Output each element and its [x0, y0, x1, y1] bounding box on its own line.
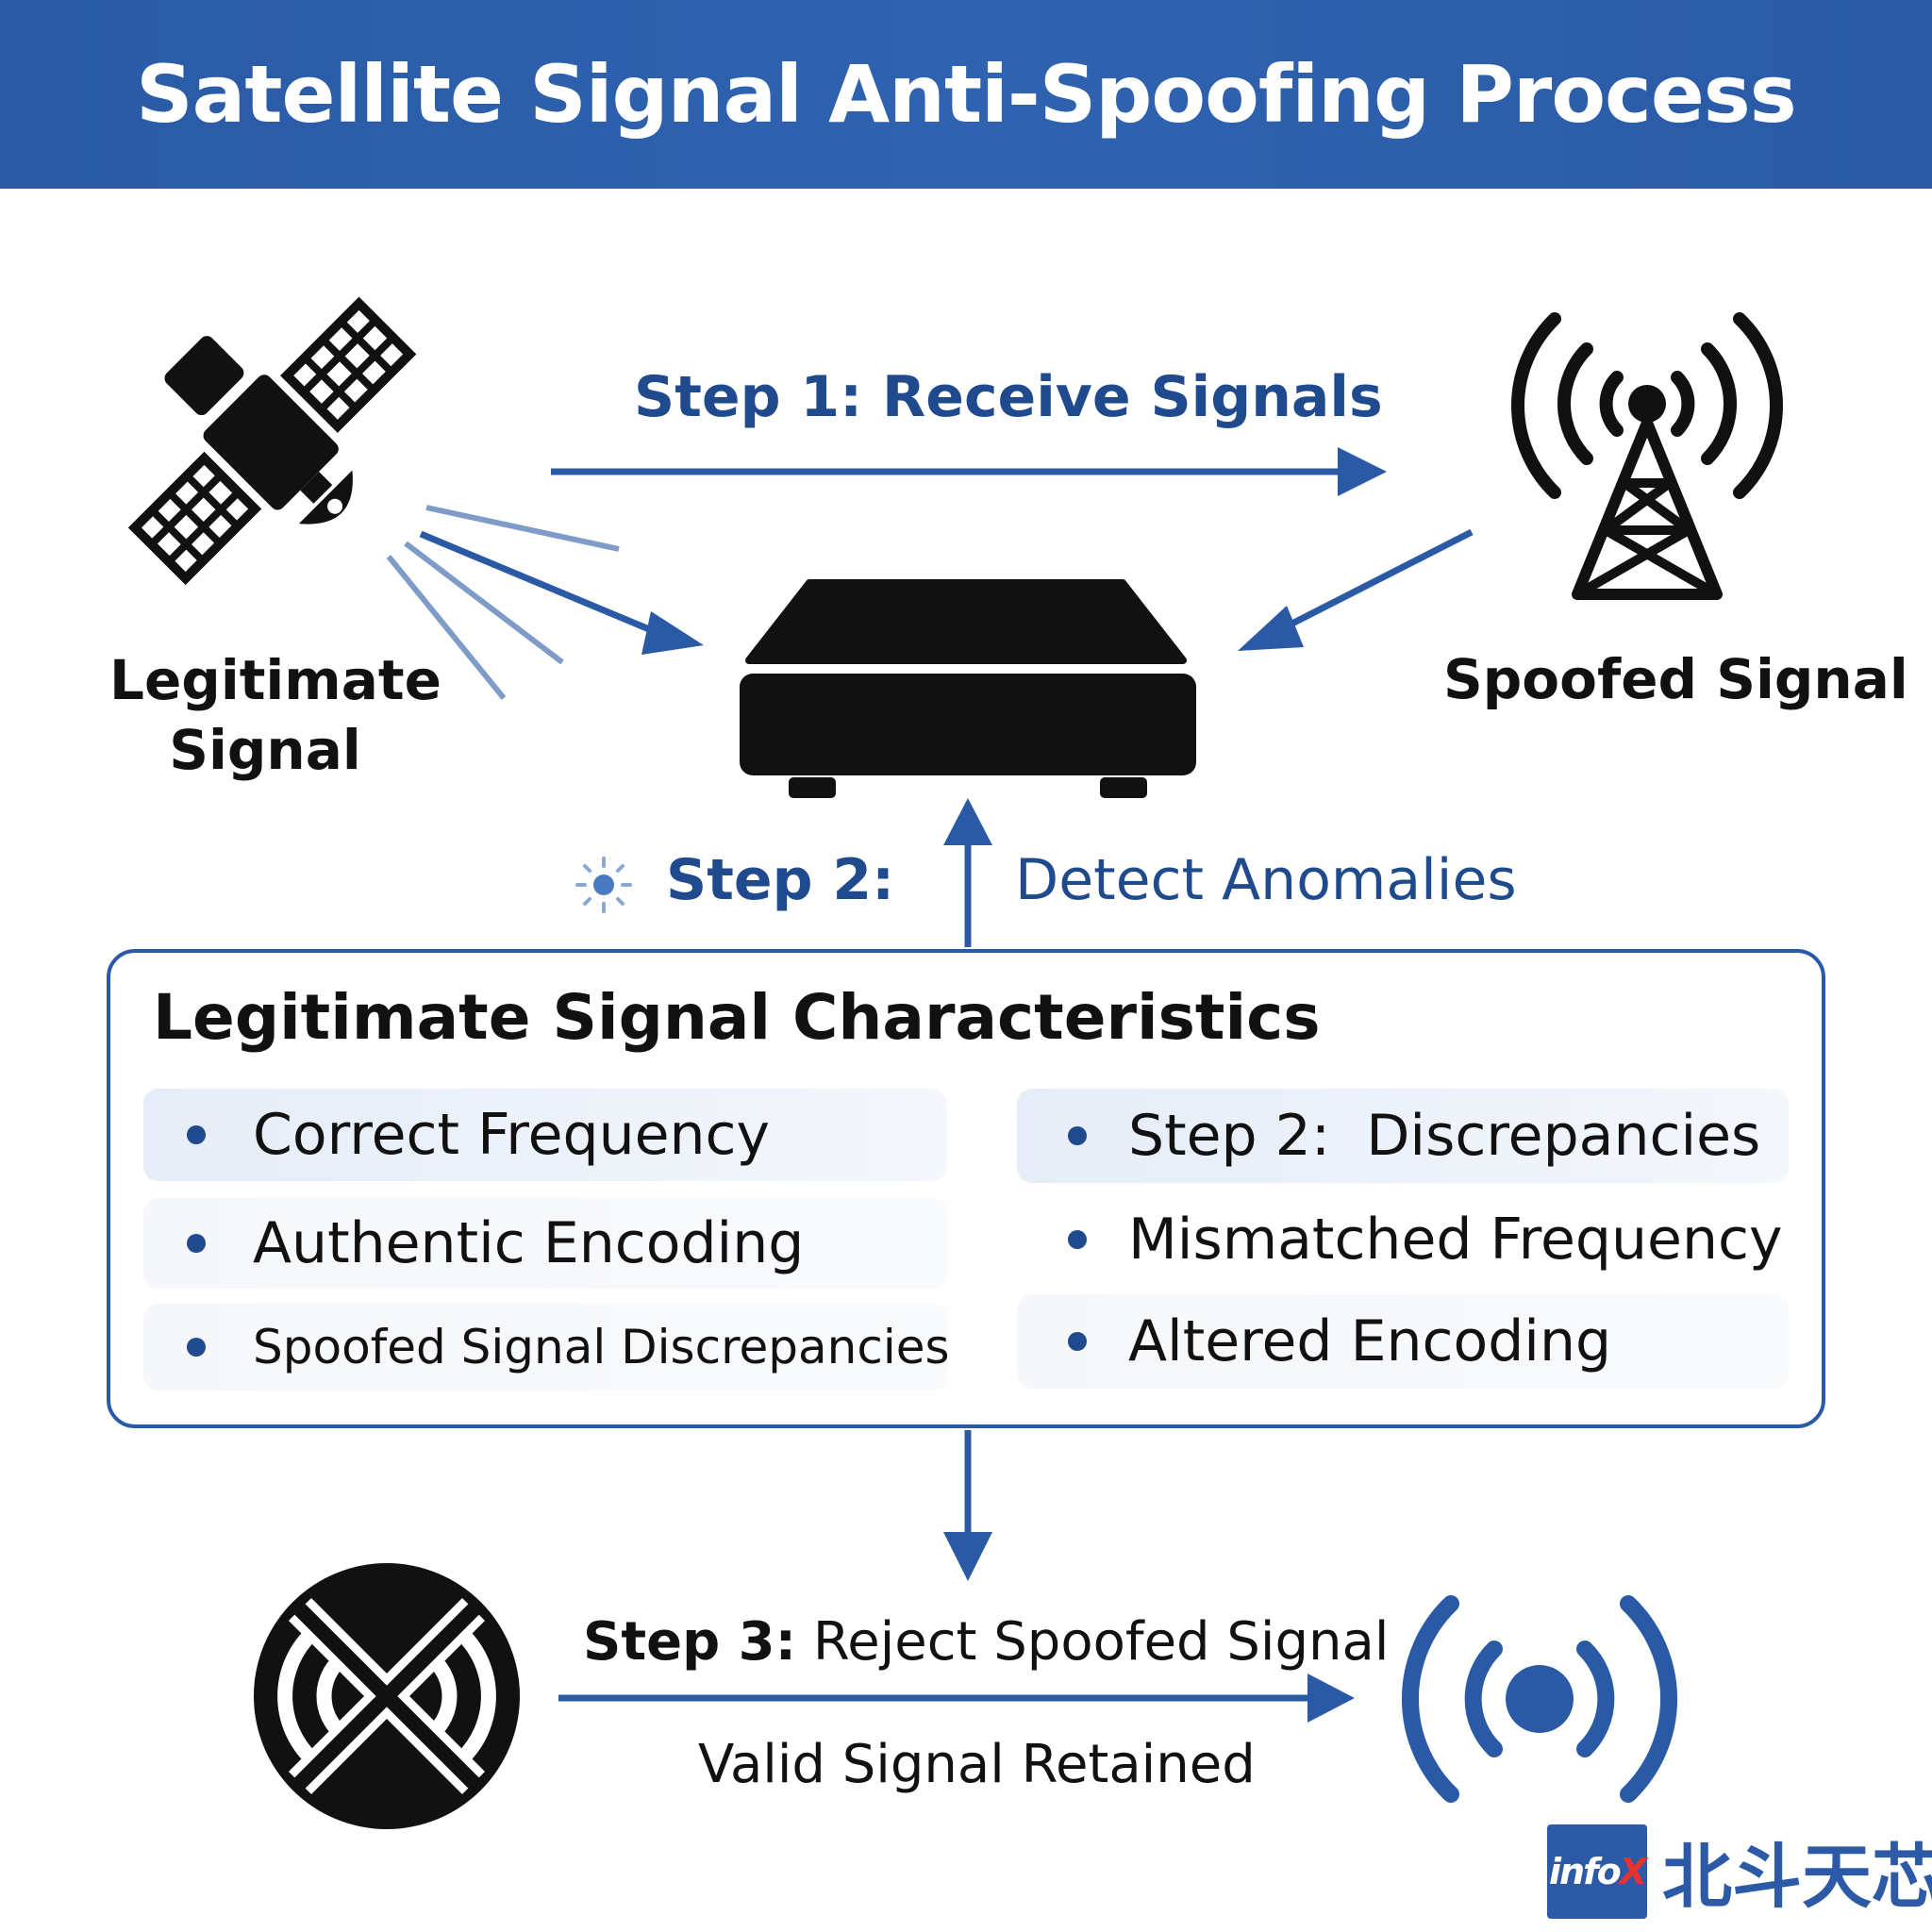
page-title: Satellite Signal Anti-Spoofing Process — [136, 48, 1797, 141]
satellite-icon — [127, 296, 417, 586]
title-bar: Satellite Signal Anti-Spoofing Process — [0, 0, 1932, 189]
step2-text: Detect Anomalies — [1015, 847, 1517, 913]
list-item: Step 2: Discrepancies — [1017, 1089, 1789, 1183]
list-item-text: Altered Encoding — [1128, 1308, 1612, 1374]
brand-logo: infoX — [1547, 1824, 1647, 1919]
list-item-text: Mismatched Frequency — [1128, 1207, 1783, 1273]
step2-label: Step 2: — [666, 847, 895, 913]
list-item: Correct Frequency — [143, 1089, 947, 1181]
brand-name: 北斗天芯 — [1662, 1837, 1932, 1918]
list-item-text: Step 2: Discrepancies — [1128, 1103, 1761, 1169]
sun-icon — [575, 857, 632, 913]
list-item: Authentic Encoding — [143, 1198, 947, 1289]
legitimate-signal-label: Legitimate Signal — [109, 645, 441, 785]
valid-signal-icon — [1402, 1595, 1677, 1803]
legitimate-signal-label-line1: Legitimate — [109, 648, 441, 712]
bullet — [187, 1125, 206, 1144]
characteristics-panel — [107, 949, 1825, 1428]
list-item: Mismatched Frequency — [1017, 1194, 1789, 1285]
broadcast-tower-icon — [1510, 312, 1784, 600]
bullet — [187, 1338, 206, 1357]
bullet — [1068, 1126, 1087, 1145]
legitimate-signal-label-line2: Signal — [169, 718, 361, 782]
rejected-signal-icon — [254, 1563, 520, 1829]
spoofed-signal-label: Spoofed Signal — [1443, 647, 1908, 711]
brand-logo-text: info — [1548, 1851, 1622, 1892]
bullet — [1068, 1332, 1087, 1351]
receiver-device-icon — [740, 579, 1196, 798]
list-item-text: Spoofed Signal Discrepancies — [253, 1320, 950, 1374]
panel-title: Legitimate Signal Characteristics — [153, 981, 1321, 1054]
bullet — [1068, 1230, 1087, 1249]
list-item-text: Correct Frequency — [253, 1102, 771, 1168]
list-item: Altered Encoding — [1017, 1294, 1789, 1389]
bullet — [187, 1234, 206, 1253]
step3-text: Reject Spoofed Signal — [812, 1611, 1390, 1673]
list-item-text: Authentic Encoding — [253, 1210, 805, 1276]
step3-label: Step 3: Reject Spoofed Signal — [583, 1611, 1389, 1673]
brand-logo-x: X — [1619, 1851, 1647, 1892]
step3-prefix: Step 3: — [583, 1611, 797, 1673]
valid-signal-label: Valid Signal Retained — [698, 1734, 1256, 1795]
step1-label: Step 1: Receive Signals — [634, 364, 1383, 430]
list-item: Spoofed Signal Discrepancies — [143, 1304, 950, 1391]
